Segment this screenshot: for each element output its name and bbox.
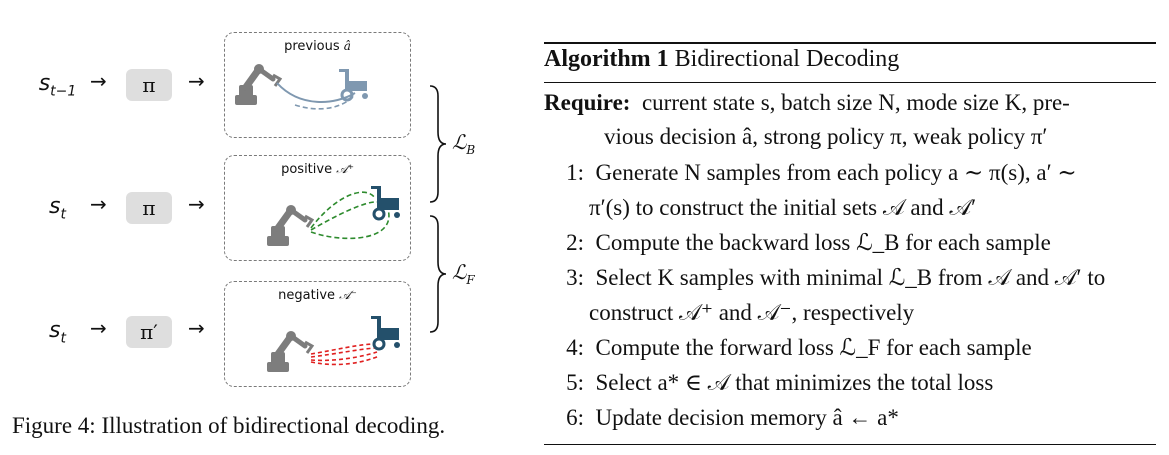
arrow-icon: → xyxy=(90,316,107,340)
arrow-icon: → xyxy=(90,192,107,216)
panel-label: previous â xyxy=(284,39,351,54)
algorithm-title: Algorithm 1 Bidirectional Decoding xyxy=(544,46,900,72)
arrow-icon: → xyxy=(90,69,107,93)
step-3-cont: construct 𝒜⁺ and 𝒜⁻, respectively xyxy=(589,300,915,325)
brace-backward-icon xyxy=(429,85,447,203)
figure-illustration: st−1 → π → previous â xyxy=(0,0,530,455)
arrow-icon: → xyxy=(188,316,205,340)
policy-box: π′ xyxy=(126,316,172,348)
step-6: 6: Update decision memory â ← a* xyxy=(566,405,899,430)
row-negative: st → π′ → xyxy=(0,302,430,362)
panel-label: negative 𝒜⁻ xyxy=(278,288,357,303)
trajectory-path xyxy=(276,82,356,103)
state-label: st−1 xyxy=(38,71,77,100)
step-1: 1: Generate N samples from each policy a… xyxy=(566,160,1077,185)
row-previous: st−1 → π → xyxy=(0,55,430,115)
require-line: Require: current state s, batch size N, … xyxy=(544,90,1070,115)
panel-label: positive 𝒜⁺ xyxy=(281,162,354,177)
arrow-icon: → xyxy=(188,192,205,216)
trajectory-path xyxy=(310,201,378,231)
panel-previous: previous â xyxy=(224,32,411,138)
panel-negative: negative 𝒜⁻ xyxy=(224,281,411,387)
figure-caption: Figure 4: Illustration of bidirectional … xyxy=(12,413,446,438)
title-rule xyxy=(544,82,1156,83)
robot-scene-previous xyxy=(235,64,368,110)
cart-target-icon xyxy=(339,69,368,102)
trajectory-path xyxy=(310,205,390,240)
trajectory-path xyxy=(310,351,378,362)
step-2: 2: Compute the backward loss ℒ_B for eac… xyxy=(566,230,1051,255)
panel-positive: positive 𝒜⁺ xyxy=(224,155,411,261)
policy-box: π xyxy=(126,69,172,101)
cart-target-icon xyxy=(371,316,400,351)
robot-scene-negative xyxy=(267,316,400,372)
step-1-cont: π′(s) to construct the initial sets 𝒜 an… xyxy=(589,195,977,220)
step-3: 3: Select K samples with minimal ℒ_B fro… xyxy=(566,265,1106,290)
state-label: st xyxy=(49,194,66,223)
trajectory-path xyxy=(310,343,376,355)
cart-target-icon xyxy=(371,186,400,221)
trajectory-path xyxy=(310,355,380,366)
bottom-rule xyxy=(544,444,1156,445)
brace-forward-icon xyxy=(429,215,447,333)
loss-backward-label: ℒB xyxy=(452,130,476,157)
state-label: st xyxy=(49,318,66,347)
robot-arm-icon xyxy=(267,331,315,372)
require-line-cont: vious decision â, strong policy π, weak … xyxy=(604,124,1048,149)
robot-arm-icon xyxy=(235,64,283,105)
step-4: 4: Compute the forward loss ℒ_F for each… xyxy=(566,335,1032,360)
policy-box: π xyxy=(126,192,172,224)
step-5: 5: Select a* ∈ 𝒜 that minimizes the tota… xyxy=(566,370,994,395)
trajectory-path xyxy=(310,347,376,358)
trajectory-path xyxy=(310,191,376,229)
loss-forward-label: ℒF xyxy=(452,260,475,287)
robot-scene-positive xyxy=(267,186,400,246)
top-rule xyxy=(544,42,1156,44)
row-positive: st → π → xyxy=(0,178,430,238)
robot-arm-icon xyxy=(267,205,315,246)
arrow-icon: → xyxy=(188,69,205,93)
